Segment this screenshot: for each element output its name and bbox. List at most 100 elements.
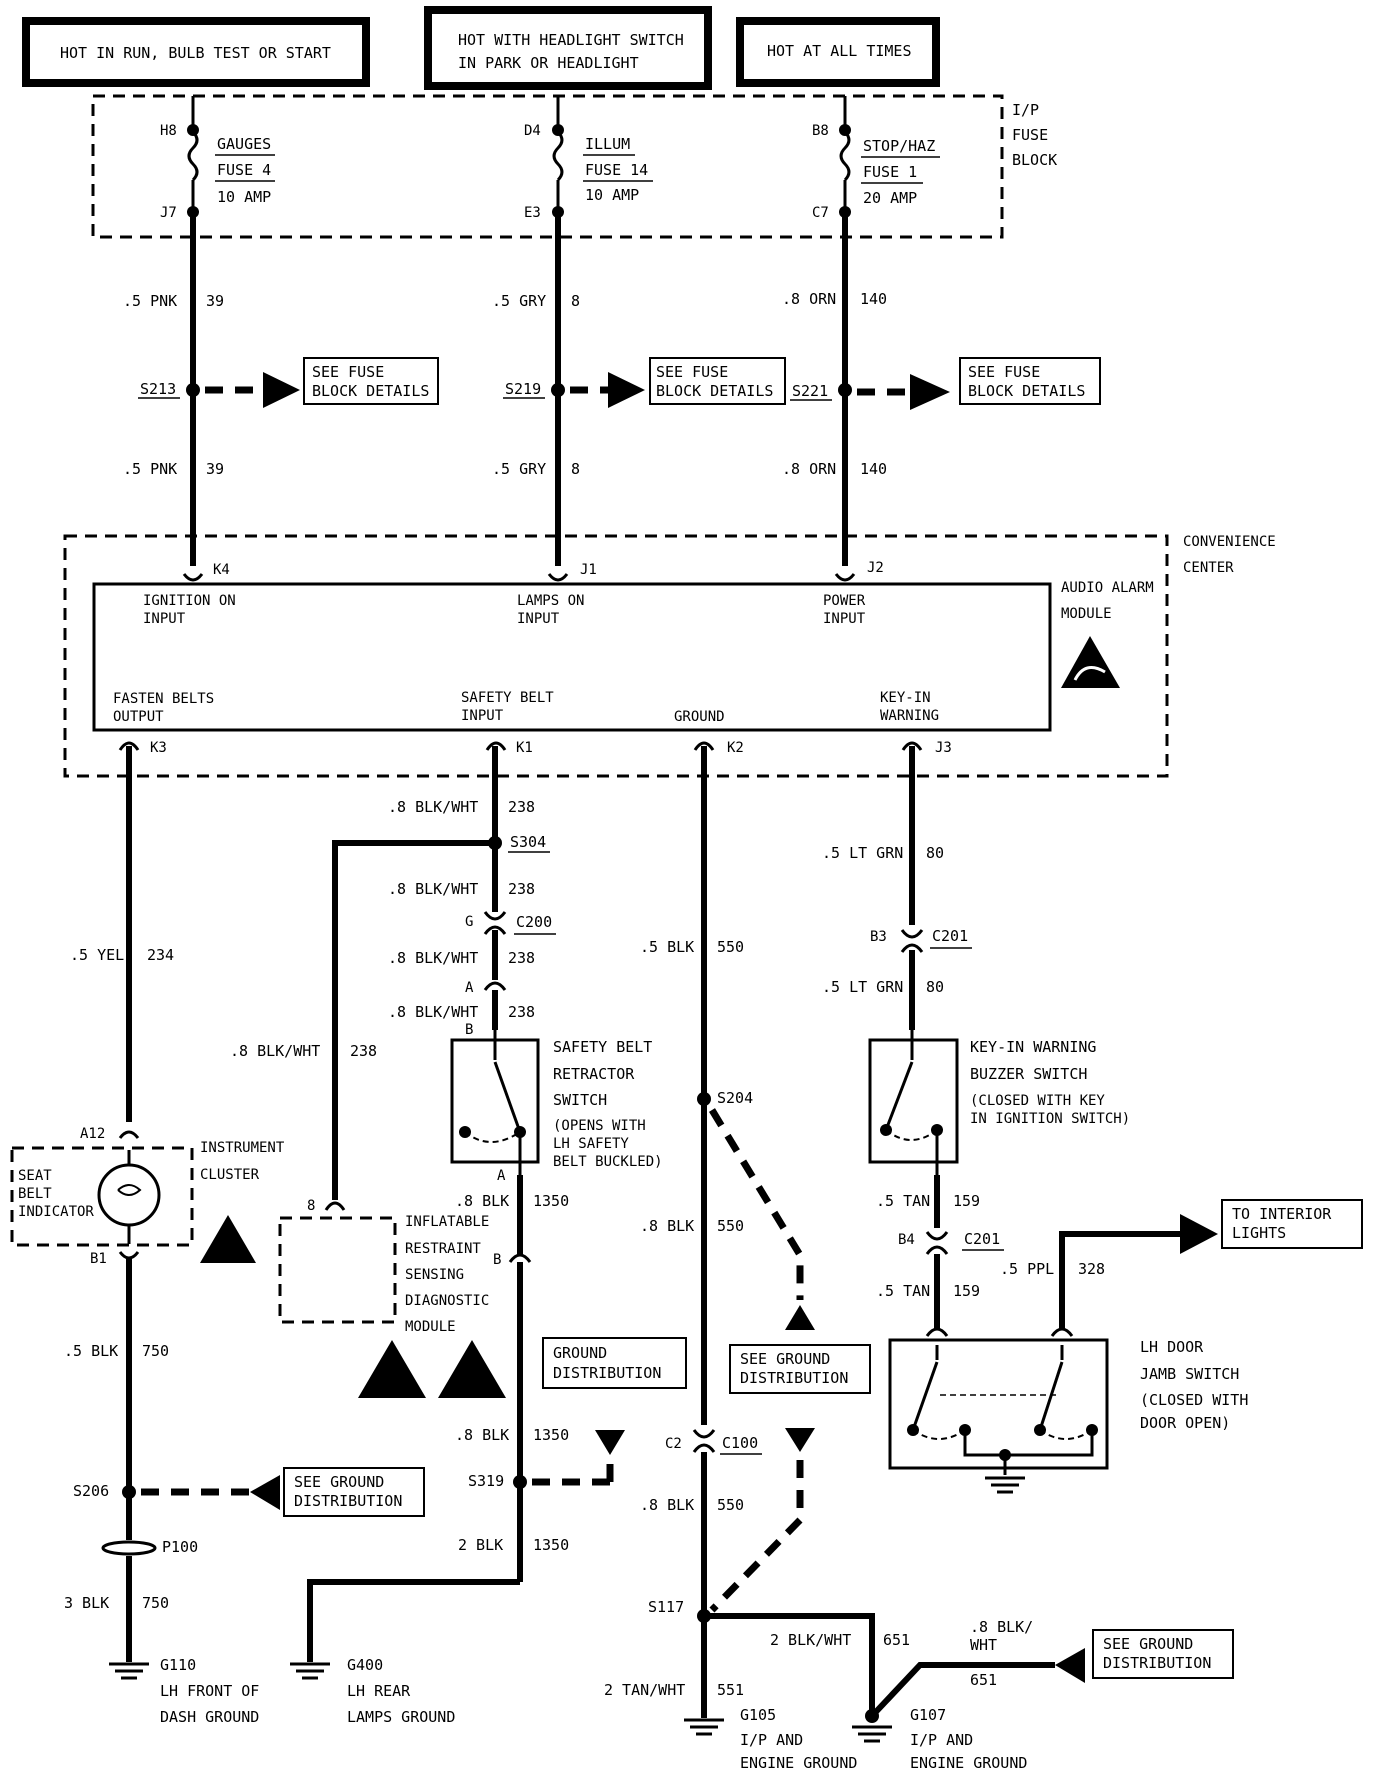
- pin-a-c200: A: [465, 980, 474, 996]
- fuse14-in-pin: D4: [524, 123, 541, 139]
- w550-gauge-a: .5 BLK: [640, 938, 694, 956]
- convenience-center-label-1: CONVENIENCE: [1183, 534, 1276, 550]
- esd-warning-icon: [1061, 636, 1120, 688]
- w159-gauge-b: .5 TAN: [876, 1282, 930, 1300]
- fuse1-in-pin: B8: [812, 123, 829, 139]
- connector-c201-b: C201: [964, 1230, 1000, 1248]
- w550-gauge-b: .8 BLK: [640, 1217, 694, 1235]
- splice-s213: S213: [140, 380, 176, 398]
- w651-circuit-a: 651: [883, 1631, 910, 1649]
- fuse4-fuse: FUSE 4: [217, 161, 271, 179]
- header-box-headlight: [424, 6, 712, 90]
- w1350-gauge-c: 2 BLK: [458, 1536, 503, 1554]
- w238-gauge-e: .8 BLK/WHT: [230, 1042, 320, 1060]
- w1350-circuit-a: 1350: [533, 1192, 569, 1210]
- fuse-block-label-2: FUSE: [1012, 126, 1048, 144]
- w8-circuit-b: 8: [571, 460, 580, 478]
- fuse14-name: ILLUM: [585, 135, 630, 153]
- interior-lights-box: [1221, 1199, 1363, 1249]
- interior-l2: LIGHTS: [1232, 1224, 1286, 1242]
- see-fuse-3-l1: SEE FUSE: [968, 363, 1040, 381]
- w238-circuit-d: 238: [508, 1003, 535, 1021]
- fuse-block-label-1: I/P: [1012, 101, 1039, 119]
- see-fuse-1-l1: SEE FUSE: [312, 363, 384, 381]
- header-box-run: [22, 17, 370, 87]
- g107-desc-1: I/P AND: [910, 1731, 973, 1749]
- w750-circuit-a: 750: [142, 1342, 169, 1360]
- output-fasten-l1: FASTEN BELTS: [113, 691, 214, 707]
- retractor-l4: (OPENS WITH: [553, 1118, 646, 1134]
- g400-desc-1: LH REAR: [347, 1682, 411, 1700]
- splice-s319: S319: [468, 1472, 504, 1490]
- keyin-sw-l3: (CLOSED WITH KEY: [970, 1093, 1105, 1109]
- keyin-sw-l1: KEY-IN WARNING: [970, 1038, 1096, 1056]
- splice-s206: S206: [73, 1482, 109, 1500]
- w750-gauge-a: .5 BLK: [64, 1342, 118, 1360]
- fuse-block-label-3: BLOCK: [1012, 151, 1057, 169]
- output-safety-l2: INPUT: [461, 708, 504, 724]
- fuse1-fuse: FUSE 1: [863, 163, 917, 181]
- see-ground-3-l1: SEE GROUND: [1103, 1635, 1193, 1653]
- see-fuse-2-l1: SEE FUSE: [656, 363, 728, 381]
- fuse4-out-pin: J7: [160, 205, 177, 221]
- splice-s204: S204: [717, 1089, 753, 1107]
- lh-door-jamb-switch: [888, 1338, 1109, 1470]
- w159-circuit-a: 159: [953, 1192, 980, 1210]
- w140-circuit-b: 140: [860, 460, 887, 478]
- see-ground-box-1: [283, 1467, 425, 1517]
- w140-circuit-a: 140: [860, 290, 887, 308]
- w238-gauge-c: .8 BLK/WHT: [388, 949, 478, 967]
- w39-gauge-b: .5 PNK: [123, 460, 177, 478]
- fuse1-amp: 20 AMP: [863, 189, 917, 207]
- w238-circuit-c: 238: [508, 949, 535, 967]
- splice-s221: S221: [792, 382, 828, 400]
- w80-gauge-b: .5 LT GRN: [822, 978, 903, 996]
- fuse4-name: GAUGES: [217, 135, 271, 153]
- irsdm-l5: MODULE: [405, 1319, 456, 1335]
- w651-gauge-b-l1: .8 BLK/: [970, 1618, 1033, 1636]
- see-ground-2-l1: SEE GROUND: [740, 1350, 830, 1368]
- pin-b1: B1: [90, 1251, 107, 1267]
- w1350-gauge-b: .8 BLK: [455, 1426, 509, 1444]
- connector-p100: P100: [162, 1538, 198, 1556]
- door-sw-l3: (CLOSED WITH: [1140, 1391, 1248, 1409]
- pin-j3: J3: [935, 740, 952, 756]
- ground-distribution-box: [542, 1337, 687, 1389]
- pin-8: 8: [307, 1198, 315, 1214]
- w238-circuit-a: 238: [508, 798, 535, 816]
- w238-circuit-e: 238: [350, 1042, 377, 1060]
- see-ground-2-l2: DISTRIBUTION: [740, 1369, 848, 1387]
- w551-circuit: 551: [717, 1681, 744, 1699]
- pin-a12: A12: [80, 1126, 105, 1142]
- convenience-center-outline: [63, 534, 1169, 778]
- pin-k3: K3: [150, 740, 167, 756]
- retractor-l1: SAFETY BELT: [553, 1038, 652, 1056]
- output-ground-l2: GROUND: [674, 709, 725, 725]
- irsdm-l1: INFLATABLE: [405, 1214, 489, 1230]
- w651-gauge-a: 2 BLK/WHT: [770, 1631, 851, 1649]
- input-power-l2: INPUT: [823, 611, 866, 627]
- fuse4-amp: 10 AMP: [217, 188, 271, 206]
- esd-irsdm-icon: [438, 1340, 506, 1398]
- fuse1-out-pin: C7: [812, 205, 829, 221]
- pin-b4: B4: [898, 1232, 915, 1248]
- pin-b3: B3: [870, 929, 887, 945]
- w159-gauge-a: .5 TAN: [876, 1192, 930, 1210]
- see-fuse-box-2: [649, 357, 786, 405]
- w651-gauge-b-l2: WHT: [970, 1636, 997, 1654]
- irsdm-l2: RESTRAINT: [405, 1241, 481, 1257]
- w8-gauge-a: .5 GRY: [492, 292, 546, 310]
- output-keyin-l1: KEY-IN: [880, 690, 931, 706]
- g400-desc-2: LAMPS GROUND: [347, 1708, 455, 1726]
- fuse4-in-pin: H8: [160, 123, 177, 139]
- retractor-l5: LH SAFETY: [553, 1136, 629, 1152]
- g110-desc-2: DASH GROUND: [160, 1708, 259, 1726]
- w550-circuit-a: 550: [717, 938, 744, 956]
- airbag-warning-icon: [358, 1340, 426, 1398]
- input-ignition-l1: IGNITION ON: [143, 593, 236, 609]
- w238-gauge-a: .8 BLK/WHT: [388, 798, 478, 816]
- splice-s219: S219: [505, 380, 541, 398]
- output-keyin-l2: WARNING: [880, 708, 939, 724]
- w750-circuit-b: 750: [142, 1594, 169, 1612]
- seat-belt-l1: SEAT: [18, 1168, 52, 1184]
